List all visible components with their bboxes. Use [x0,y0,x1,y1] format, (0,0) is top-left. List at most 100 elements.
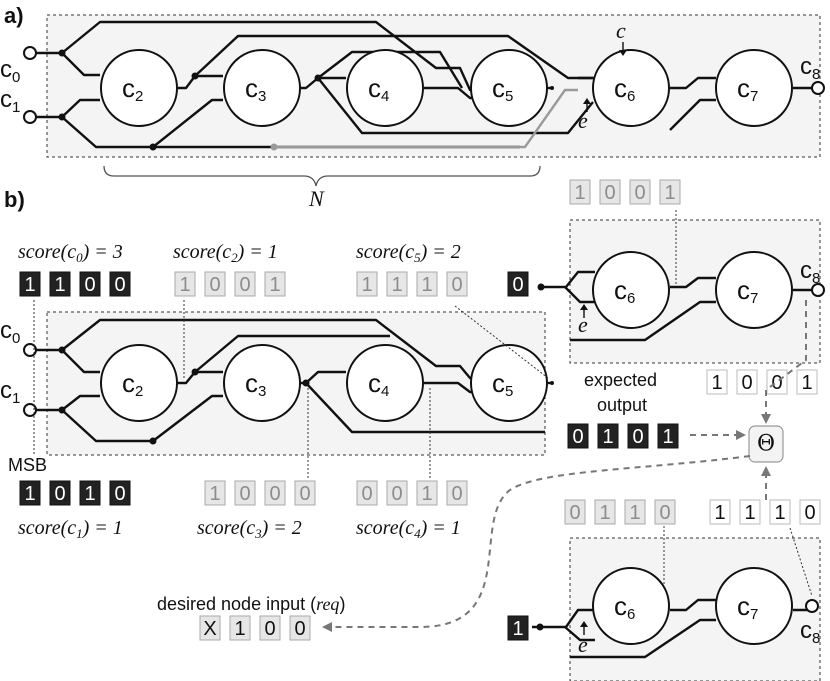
svg-text:1: 1 [54,274,65,296]
svg-text:1: 1 [84,483,95,505]
svg-text:0: 0 [451,483,462,505]
junction-dot [58,346,66,354]
svg-text:0: 0 [239,483,250,505]
wire-br-in-top [532,608,595,629]
theta-box [748,425,784,463]
bit-cell: 1 [19,480,41,506]
bit-cell: X [199,615,221,641]
svg-text:0: 0 [114,483,125,505]
arrowhead [580,621,588,627]
signal-e-label-br: e [578,632,588,657]
wire-b-c3-down [305,382,545,434]
bit-cell: 0 [799,499,821,525]
bit-cell: 1 [416,480,438,506]
svg-text:1: 1 [774,502,785,524]
svg-text:0: 0 [361,483,372,505]
bit-cell: 0 [766,369,788,395]
svg-text:1: 1 [629,502,640,524]
score-c4: score(c4) = 1 [356,517,461,541]
junction-dot [191,368,199,376]
svg-text:1: 1 [24,274,35,296]
svg-text:0: 0 [659,502,670,524]
svg-text:1: 1 [744,502,755,524]
wire-b-c1-bottom [61,409,153,443]
wire-b-c0-to-c2 [61,349,100,374]
bit-cell: 0 [627,423,649,449]
node-b-c3: c3 [223,344,301,422]
svg-text:0: 0 [741,372,752,394]
svg-text:1: 1 [361,274,372,296]
svg-text:0: 0 [804,502,815,524]
bit-cell: 0 [79,271,101,297]
wire-a-c2-to-c6 [194,34,593,80]
port-tr-c8 [811,283,825,297]
node-b-c3-label: c3 [245,368,266,400]
panel-a: a) c0 c1 c8 [0,3,825,211]
theta-symbol: Θ [757,432,775,457]
node-b-c2: c2 [100,344,178,422]
wire-a-c3-to-c4 [300,76,346,90]
wire-a-c3-to-c6 [317,77,594,135]
signal-c-label: c [616,18,626,43]
bit-cell: 0 [204,271,226,297]
junction-dot [537,283,545,291]
port-a-c0 [23,46,37,60]
svg-text:0: 0 [54,483,65,505]
bit-cell: 1 [624,499,646,525]
bit-cell: 1 [356,271,378,297]
svg-text:0: 0 [634,182,645,204]
score-c1: score(c1) = 1 [18,517,123,541]
bit-cell: 1 [264,271,286,297]
wire-a-c2-to-c3 [178,74,223,90]
junction-dot [191,72,199,80]
node-a-c4-label: c4 [368,73,389,105]
junction-dot [58,406,66,414]
svg-text:1: 1 [512,618,523,640]
bit-cell: 0 [356,480,378,506]
panel-a-label: a) [4,3,24,28]
bit-cell: 0 [234,271,256,297]
wire-b-c1-to-c3 [152,394,223,442]
svg-text:1: 1 [801,372,812,394]
bit-cell: 0 [507,271,529,297]
arrow-top-to-theta [765,300,807,418]
label-tr-c8: c8 [800,257,820,287]
bit-cell: 1 [594,499,616,525]
node-br-c6: c6 [592,567,670,645]
bit-cell: 0 [599,179,621,205]
bit-cell: 1 [204,480,226,506]
junction-dot-small [550,381,554,385]
svg-text:1: 1 [714,502,725,524]
wire-tr-bottom [570,300,716,342]
bit-cell: 0 [264,480,286,506]
junction-dot [536,623,544,631]
arrowhead [583,98,591,104]
wire-b-c0-to-c5 [36,318,495,380]
bit-cell: 1 [19,271,41,297]
signal-e-label: e [578,108,588,133]
wire-b-c1-to-c2 [36,394,100,412]
junction-dot-grey [270,143,278,151]
node-a-c5-label: c5 [492,73,513,105]
svg-text:X: X [203,618,216,640]
junction-dot-small [550,86,554,90]
bit-cell: 1 [386,271,408,297]
bit-cell: 0 [446,271,468,297]
label-a-c1: c1 [0,86,20,116]
bit-cell: 0 [289,615,311,641]
wire-br-bottom [570,618,716,659]
score-c3: score(c3) = 2 [197,517,302,541]
arrowhead [761,466,771,476]
svg-text:0: 0 [294,618,305,640]
bits-bottom-input: 1 [507,615,529,641]
wire-a-c1-to-c2 [36,98,100,119]
bit-cell: 1 [569,179,591,205]
svg-text:0: 0 [209,274,220,296]
node-b-c5: c5 [470,344,548,422]
bit-cell: 1 [796,369,818,395]
node-a-c2-label: c2 [122,73,143,105]
junction-dot [58,49,66,57]
